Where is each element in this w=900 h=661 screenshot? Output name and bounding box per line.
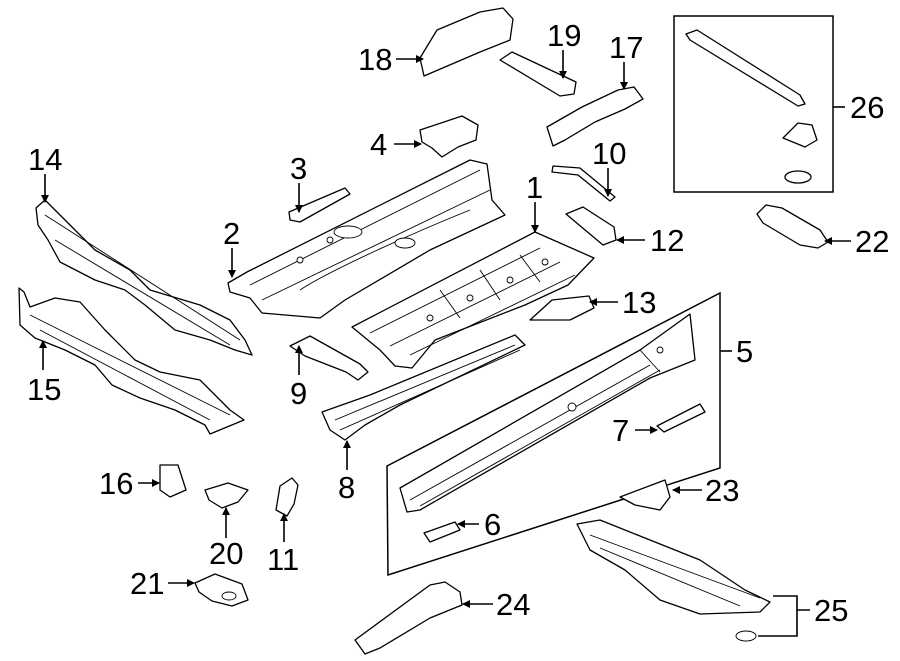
rocker-group-box-5 bbox=[386, 291, 721, 577]
part-25-floor-extension[interactable] bbox=[576, 519, 771, 642]
part-6-bracket[interactable] bbox=[423, 521, 461, 543]
part-22-bracket[interactable] bbox=[756, 204, 829, 249]
part-8-rail[interactable] bbox=[321, 334, 526, 441]
part-17-bracket[interactable] bbox=[546, 86, 644, 147]
callout-2: 2 bbox=[223, 216, 240, 251]
callout-11: 11 bbox=[267, 542, 299, 577]
callout-7: 7 bbox=[612, 413, 629, 448]
callout-22: 22 bbox=[855, 224, 889, 259]
part-21-bracket[interactable] bbox=[194, 573, 249, 607]
part-4-bracket[interactable] bbox=[419, 115, 479, 158]
callout-1: 1 bbox=[526, 170, 543, 205]
part-14-crossmember[interactable] bbox=[35, 199, 253, 356]
part-2-floor-tunnel[interactable] bbox=[227, 159, 506, 319]
callout-13: 13 bbox=[622, 285, 656, 320]
leader-lines bbox=[39, 50, 851, 637]
callout-9: 9 bbox=[290, 376, 307, 411]
part-11-bracket[interactable] bbox=[275, 477, 299, 517]
part-9-bracket[interactable] bbox=[289, 335, 369, 381]
callout-17: 17 bbox=[609, 30, 643, 65]
callout-24: 24 bbox=[496, 587, 530, 622]
part-26-strap-kit[interactable] bbox=[685, 29, 818, 184]
callout-10: 10 bbox=[592, 136, 626, 171]
callout-14: 14 bbox=[28, 142, 62, 177]
part-13-plate[interactable] bbox=[529, 295, 595, 321]
callout-12: 12 bbox=[650, 223, 684, 258]
callout-23: 23 bbox=[705, 473, 739, 508]
inset-box-26 bbox=[673, 15, 834, 193]
part-10-strap[interactable] bbox=[551, 165, 616, 202]
part-1-floor-pan[interactable] bbox=[351, 231, 595, 369]
part-18-bracket[interactable] bbox=[419, 7, 514, 77]
part-19-bar[interactable] bbox=[499, 51, 577, 97]
callout-21: 21 bbox=[130, 566, 164, 601]
part-15-crossmember[interactable] bbox=[18, 287, 245, 435]
part-24-rail[interactable] bbox=[354, 581, 463, 655]
callout-19: 19 bbox=[547, 18, 581, 53]
part-16-clip[interactable] bbox=[159, 464, 187, 498]
part-20-cap[interactable] bbox=[204, 482, 249, 509]
callout-15: 15 bbox=[27, 372, 61, 407]
part-5-rocker-panel[interactable] bbox=[399, 313, 696, 513]
callout-18: 18 bbox=[358, 42, 392, 77]
callout-3: 3 bbox=[290, 151, 307, 186]
callout-4: 4 bbox=[370, 127, 387, 162]
callout-25: 25 bbox=[814, 593, 848, 628]
part-23-bracket[interactable] bbox=[619, 479, 671, 511]
part-12-plate[interactable] bbox=[565, 206, 617, 246]
part-3-bracket[interactable] bbox=[288, 187, 351, 223]
callout-26: 26 bbox=[850, 90, 884, 125]
callout-16: 16 bbox=[99, 466, 133, 501]
callout-8: 8 bbox=[338, 470, 355, 505]
callout-20: 20 bbox=[209, 536, 243, 571]
part-7-bracket[interactable] bbox=[656, 403, 706, 433]
callout-6: 6 bbox=[484, 507, 501, 542]
callout-labels: 1 2 3 4 5 6 7 8 9 10 11 12 13 14 15 16 1… bbox=[27, 18, 889, 628]
callout-5: 5 bbox=[736, 334, 753, 369]
